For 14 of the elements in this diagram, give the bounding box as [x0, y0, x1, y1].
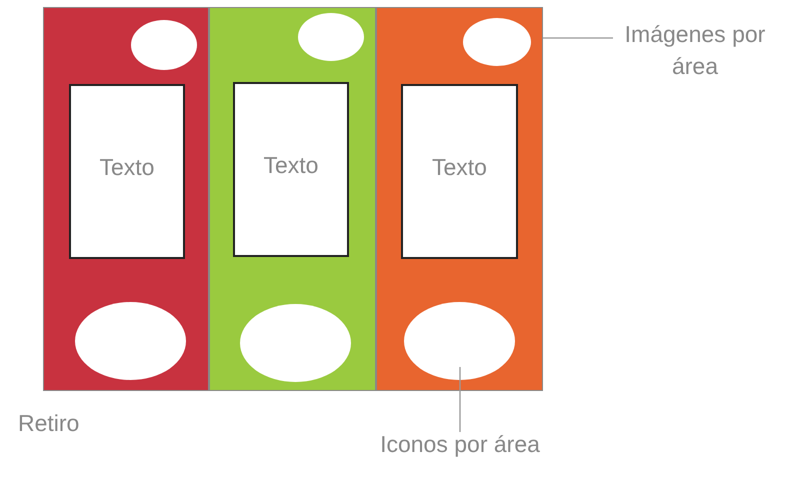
color-panel: [209, 7, 376, 391]
color-panel: [43, 7, 209, 391]
text-frame: [401, 84, 518, 259]
color-panel: [376, 7, 543, 391]
panel-caption: Retiro: [18, 410, 80, 437]
frame-text: Texto: [100, 154, 154, 181]
callout-text: Imágenes por área: [624, 20, 766, 82]
text-frame: [233, 82, 349, 257]
frame-text: Texto: [264, 152, 318, 179]
leader-line: [543, 37, 613, 39]
leader-line: [459, 367, 461, 432]
callout-text: Iconos por área: [380, 430, 540, 459]
frame-text: Texto: [432, 154, 487, 181]
text-frame: [69, 84, 185, 259]
